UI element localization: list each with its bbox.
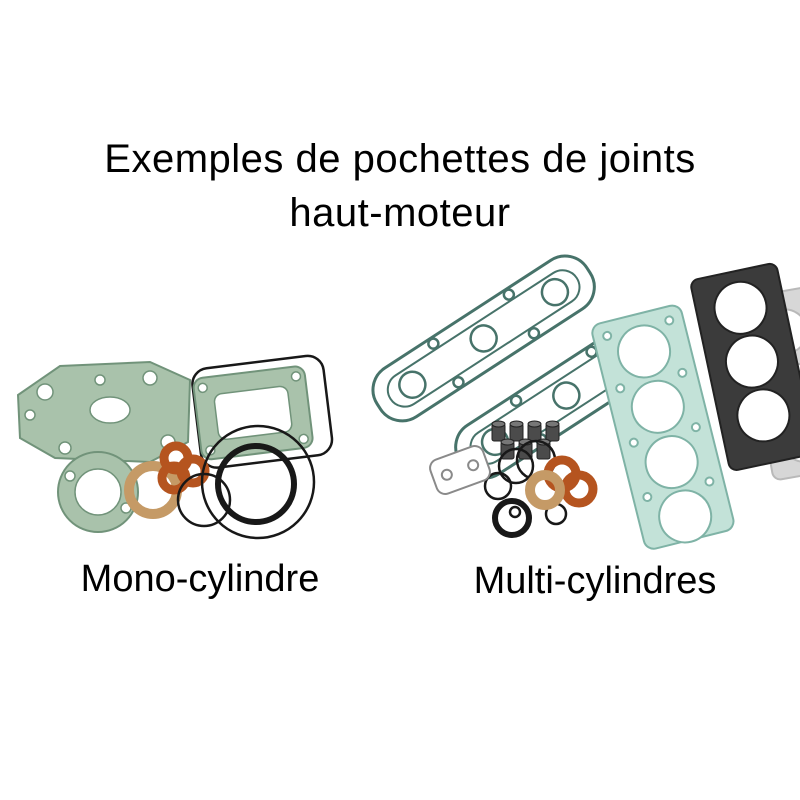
o-rings [176,424,316,540]
copper-washers-multi [525,455,598,510]
mono-cylinder-illustration [16,354,334,540]
valve-cover-gasket-1 [371,254,596,423]
cylinder-head-gasket-aqua [591,304,735,550]
mono-cylinder-label: Mono-cylindre [80,558,320,600]
round-exhaust-gasket [57,451,139,533]
cylinder-base-gasket [16,360,192,464]
title-line-1: Exemples de pochettes de joints [104,137,696,181]
mono-cylinder-figure [0,350,340,570]
multi-cylinder-figure [340,252,800,557]
oil-seal [492,498,532,538]
multi-cylinder-illustration [371,254,800,550]
small-white-gasket [429,445,491,495]
copper-washers [157,441,210,495]
multi-cylinder-label: Multi-cylindres [473,560,717,602]
title-line-2: haut-moteur [289,191,511,235]
dark-gasket [690,262,800,471]
page-title: Exemples de pochettes de joints haut-mot… [0,132,800,240]
